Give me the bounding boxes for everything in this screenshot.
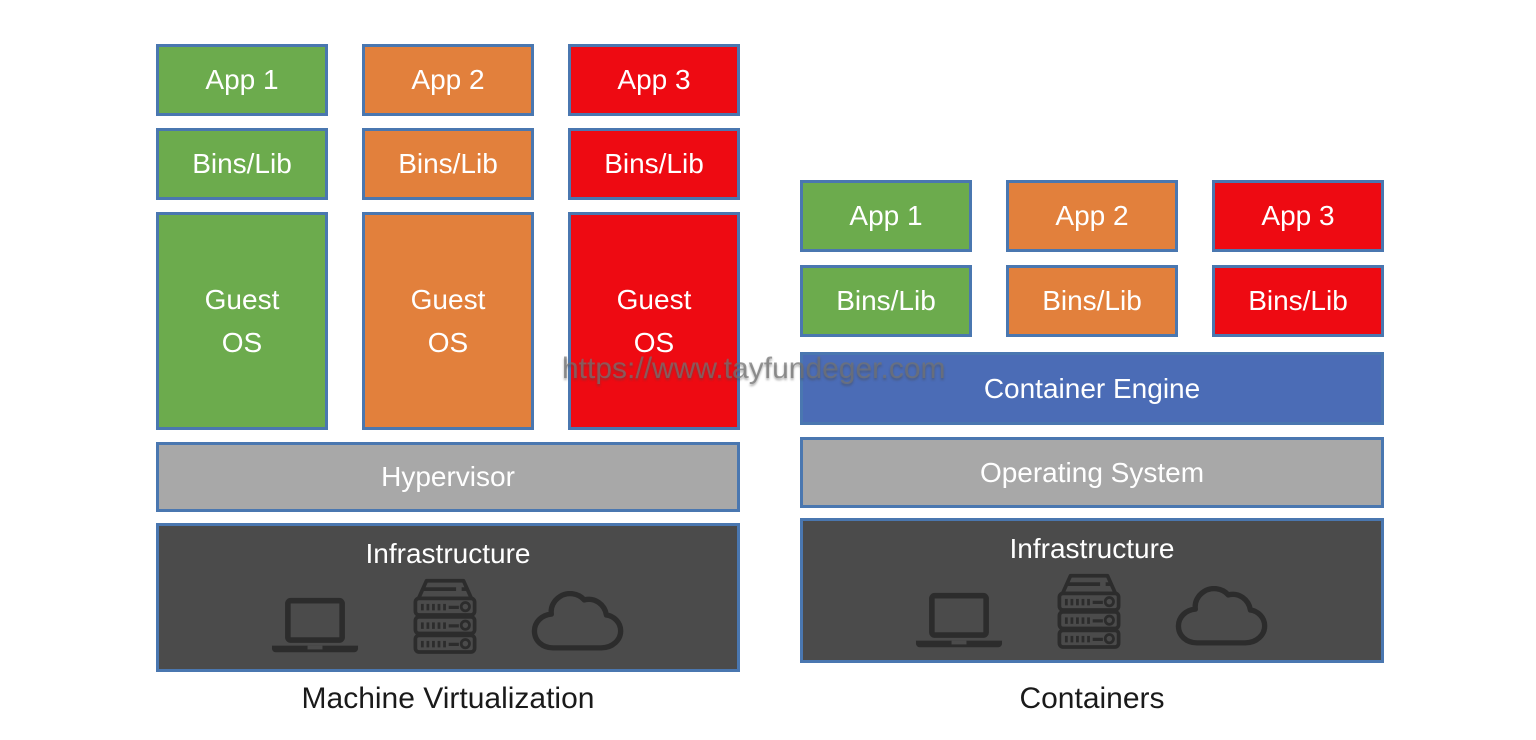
mv-app2-box: App 2 — [362, 44, 534, 116]
mv-binslib1-label: Bins/Lib — [192, 148, 292, 179]
laptop-icon — [271, 597, 359, 653]
ct-infrastructure-icons — [912, 570, 1272, 650]
ct-infrastructure-label: Infrastructure — [1009, 533, 1175, 564]
mv-guestos3-box: Guest OS — [568, 212, 740, 430]
mv-guestos2-line2: OS — [427, 327, 469, 358]
ct-binslib2-box: Bins/Lib — [1006, 265, 1178, 337]
hypervisor-box: Hypervisor — [156, 442, 740, 512]
laptop-icon — [915, 592, 1003, 648]
container-engine-label: Container Engine — [983, 372, 1201, 404]
mv-infrastructure-icons — [268, 575, 628, 655]
mv-app1-box: App 1 — [156, 44, 328, 116]
hypervisor-label: Hypervisor — [381, 461, 515, 492]
mv-guestos2-line1: Guest — [410, 283, 486, 315]
ct-binslib2-label: Bins/Lib — [1042, 285, 1142, 316]
mv-binslib3-label: Bins/Lib — [604, 148, 704, 179]
mv-guestos1-line1: Guest — [204, 283, 280, 315]
mv-infrastructure-box: Infrastructure — [156, 523, 740, 672]
mv-guestos3-line2: OS — [633, 327, 675, 358]
ct-app1-label: App 1 — [849, 200, 923, 231]
ct-app2-box: App 2 — [1006, 180, 1178, 252]
mv-binslib2-label: Bins/Lib — [398, 148, 498, 179]
mv-infrastructure-label: Infrastructure — [365, 538, 531, 569]
cloud-icon — [1175, 586, 1268, 646]
mv-binslib1-box: Bins/Lib — [156, 128, 328, 200]
ct-app2-label: App 2 — [1055, 200, 1129, 231]
ct-binslib3-label: Bins/Lib — [1248, 285, 1348, 316]
mv-binslib3-box: Bins/Lib — [568, 128, 740, 200]
ct-app3-label: App 3 — [1261, 200, 1335, 231]
machine-virtualization-label: Machine Virtualization — [301, 682, 595, 715]
mv-app3-box: App 3 — [568, 44, 740, 116]
mv-app1-label: App 1 — [205, 64, 279, 95]
ct-binslib3-box: Bins/Lib — [1212, 265, 1384, 337]
ct-binslib1-box: Bins/Lib — [800, 265, 972, 337]
containers-label: Containers — [1019, 682, 1165, 715]
cloud-icon — [531, 591, 624, 651]
server-rack-icon — [413, 578, 477, 654]
server-rack-icon — [1057, 573, 1121, 649]
watermark: https://www.tayfundeger.com — [562, 352, 946, 385]
mv-guestos2-box: Guest OS — [362, 212, 534, 430]
ct-infrastructure-box: Infrastructure — [800, 518, 1384, 663]
ct-binslib1-label: Bins/Lib — [836, 285, 936, 316]
mv-binslib2-box: Bins/Lib — [362, 128, 534, 200]
container-engine-box: Container Engine — [800, 352, 1384, 425]
mv-guestos1-box: Guest OS — [156, 212, 328, 430]
ct-app3-box: App 3 — [1212, 180, 1384, 252]
operating-system-label: Operating System — [979, 456, 1205, 488]
mv-guestos1-line2: OS — [221, 327, 263, 358]
mv-app3-label: App 3 — [617, 64, 691, 95]
mv-guestos3-line1: Guest — [616, 283, 692, 315]
mv-app2-label: App 2 — [411, 64, 485, 95]
ct-app1-box: App 1 — [800, 180, 972, 252]
operating-system-box: Operating System — [800, 437, 1384, 508]
